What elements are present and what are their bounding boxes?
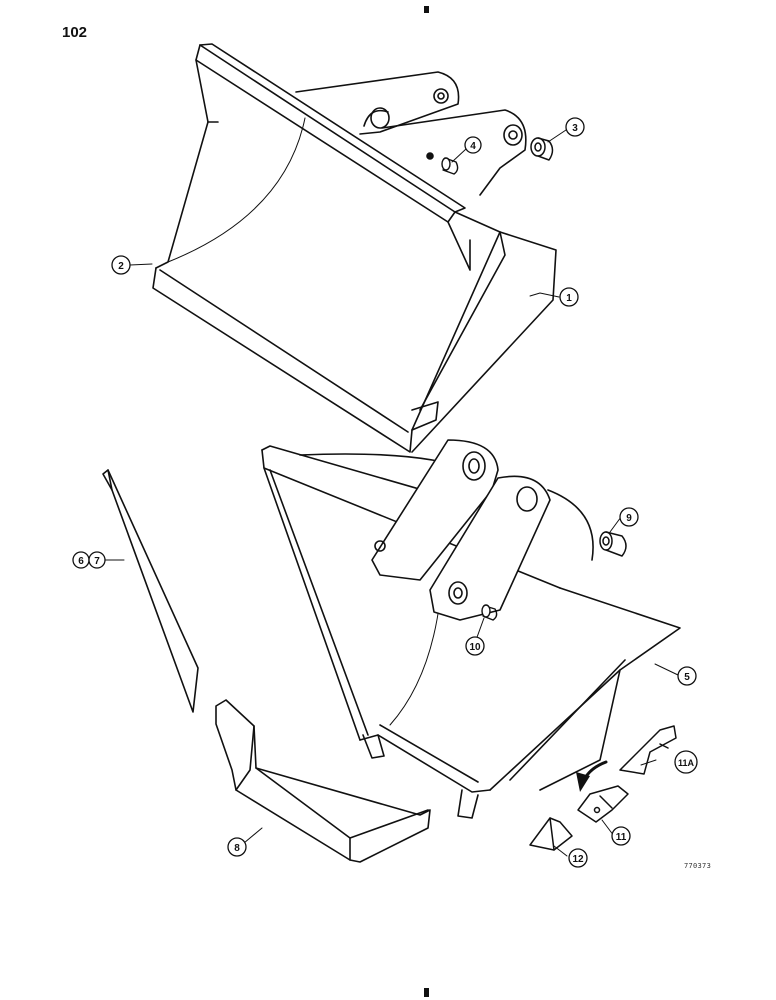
callout-6: 6	[72, 551, 90, 569]
callout-4: 4	[464, 136, 482, 154]
callout-7: 7	[88, 551, 106, 569]
svg-text:2: 2	[118, 261, 124, 272]
tooth-11	[577, 785, 629, 823]
callout-1: 1	[559, 287, 579, 307]
svg-text:8: 8	[234, 843, 240, 854]
svg-text:6: 6	[78, 556, 84, 567]
callout-8: 8	[227, 837, 247, 857]
svg-text:10: 10	[469, 642, 481, 653]
callout-9: 9	[619, 507, 639, 527]
svg-text:1: 1	[566, 293, 572, 304]
callout-10: 10	[465, 636, 485, 656]
svg-text:12: 12	[572, 854, 584, 865]
svg-text:5: 5	[684, 672, 690, 683]
page-number: 102	[62, 24, 88, 41]
bushing-10	[481, 604, 498, 621]
callout-3: 3	[565, 117, 585, 137]
callout-5: 5	[677, 666, 697, 686]
lower-bucket	[261, 439, 681, 819]
svg-text:7: 7	[94, 556, 100, 567]
side-cutter-6-7	[102, 469, 199, 713]
bushing-9	[599, 531, 627, 557]
callout-2: 2	[111, 255, 131, 275]
callout-11a: 11A	[674, 750, 698, 774]
tooth-adapter-11a	[619, 725, 677, 775]
svg-text:9: 9	[626, 513, 632, 524]
cutting-edge-8	[215, 699, 431, 863]
callout-12: 12	[568, 848, 588, 868]
leader-lines	[97, 129, 679, 857]
drawing-id: 770373	[684, 862, 712, 870]
bushing-4	[441, 157, 459, 175]
bottom-registration-mark	[424, 988, 429, 997]
svg-text:4: 4	[470, 141, 476, 152]
upper-bucket	[152, 43, 557, 453]
tooth-12	[529, 817, 573, 851]
svg-text:11: 11	[616, 832, 627, 843]
svg-text:3: 3	[572, 123, 578, 134]
top-registration-mark	[424, 6, 429, 13]
rotation-arrow	[576, 760, 608, 792]
callout-11: 11	[611, 826, 631, 846]
svg-text:11A: 11A	[678, 758, 695, 768]
